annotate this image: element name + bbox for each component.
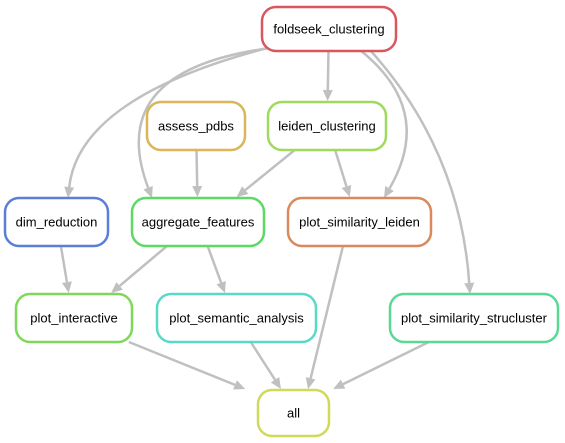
edge-foldseek_clustering-to-plot_similarity_strucluster <box>369 49 471 284</box>
node-label: foldseek_clustering <box>273 22 384 37</box>
node-dim-reduction[interactable]: dim_reduction <box>3 196 110 248</box>
node-box <box>145 100 247 152</box>
node-label: plot_similarity_leiden <box>299 215 420 230</box>
node-box <box>14 292 134 344</box>
node-box <box>388 292 560 344</box>
edge-arrowhead <box>333 379 346 389</box>
edge-foldseek_clustering-to-dim_reduction <box>67 38 301 188</box>
node-all[interactable]: all <box>256 388 331 438</box>
nodes-layer: foldseek_clustering assess_pdbs leiden_clu… <box>3 5 560 438</box>
edge-arrowhead <box>384 185 394 198</box>
node-foldseek-clustering[interactable]: foldseek_clustering <box>260 5 398 53</box>
node-aggregate-features[interactable]: aggregate_features <box>130 196 266 248</box>
edge-arrowhead <box>322 89 333 101</box>
edge-plot_semantic_analysis-to-all <box>249 341 277 381</box>
node-label: plot_interactive <box>30 311 117 326</box>
edge-arrowhead <box>64 186 75 198</box>
edge-arrowhead <box>341 185 352 197</box>
node-label: plot_semantic_analysis <box>169 311 304 326</box>
edges-layer <box>59 38 475 390</box>
node-plot-semantic-analysis[interactable]: plot_semantic_analysis <box>155 292 318 344</box>
edge-arrowhead <box>111 282 123 293</box>
node-box <box>286 196 433 248</box>
node-plot-similarity-strucluster[interactable]: plot_similarity_strucluster <box>388 292 560 344</box>
node-leiden-clustering[interactable]: leiden_clustering <box>266 100 388 152</box>
edge-arrowhead <box>464 282 475 294</box>
edge-arrowhead <box>233 380 246 390</box>
edge-arrowhead <box>192 185 203 197</box>
edge-arrowhead <box>236 186 249 197</box>
edge-arrowhead <box>216 280 226 293</box>
node-plot-similarity-leiden[interactable]: plot_similarity_leiden <box>286 196 433 248</box>
edge-arrowhead <box>305 377 316 389</box>
edge-arrowhead <box>270 377 281 389</box>
node-box <box>256 388 331 438</box>
edge-foldseek_clustering-to-leiden_clustering <box>326 50 330 91</box>
edge-arrowhead <box>143 185 153 198</box>
edge-plot_interactive-to-all <box>128 340 236 387</box>
node-label: plot_similarity_strucluster <box>401 311 548 326</box>
edge-assess_pdbs-to-aggregate_features <box>195 149 199 187</box>
edge-dim_reduction-to-plot_interactive <box>59 245 69 283</box>
edge-aggregate_features-to-plot_interactive <box>118 245 168 287</box>
edge-plot_similarity_strucluster-to-all <box>342 340 430 386</box>
node-label: leiden_clustering <box>278 119 376 134</box>
node-box <box>260 5 398 53</box>
edge-foldseek_clustering-to-plot_similarity_leiden <box>359 49 408 190</box>
node-assess-pdbs[interactable]: assess_pdbs <box>145 100 247 152</box>
node-box <box>155 292 318 344</box>
node-label: dim_reduction <box>16 215 98 230</box>
edge-aggregate_features-to-plot_semantic_analysis <box>206 245 223 284</box>
node-box <box>3 196 110 248</box>
edge-leiden_clustering-to-aggregate_features <box>244 149 296 192</box>
edge-arrowhead <box>62 281 72 293</box>
node-box <box>266 100 388 152</box>
node-box <box>130 196 266 248</box>
edge-plot_similarity_leiden-to-all <box>309 245 345 379</box>
node-label: all <box>287 406 300 421</box>
node-plot-interactive[interactable]: plot_interactive <box>14 292 134 344</box>
node-label: assess_pdbs <box>158 119 234 134</box>
edge-leiden_clustering-to-plot_similarity_leiden <box>333 149 348 187</box>
node-label: aggregate_features <box>142 215 255 230</box>
